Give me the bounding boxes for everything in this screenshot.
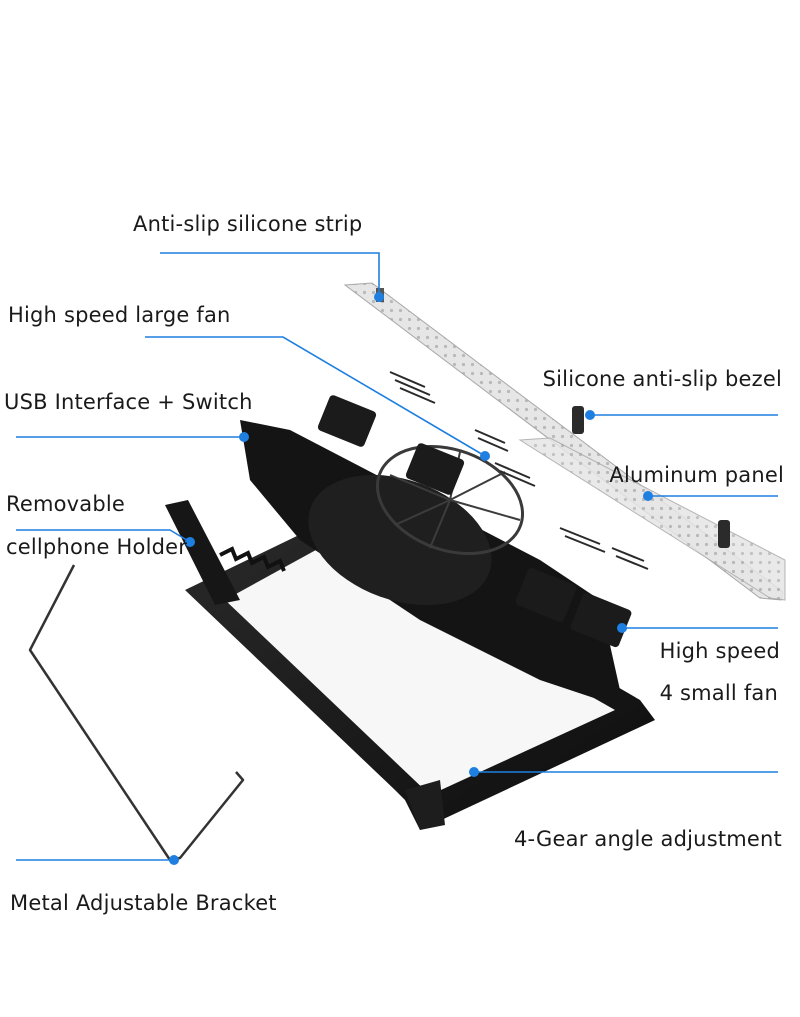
gear-notches [219,546,286,572]
small-fan-3 [515,567,577,623]
metal-frame-opening [225,545,615,795]
label-small-fan-line1: High speed [659,639,780,663]
frame-rail-left [165,500,240,605]
label-removable-line2: cellphone Holder [6,535,188,559]
large-fan-body [308,474,492,606]
label-removable-line1: Removable [6,492,126,516]
label-aluminum-panel: Aluminum panel [609,463,784,487]
small-fan-2 [405,443,465,495]
aluminum-panel-lower [518,437,786,601]
label-small-fan-line2: 4 small fan [659,681,778,705]
leader-dots [169,292,653,865]
fan-blades [389,371,649,570]
label-usb-switch: USB Interface + Switch [4,390,253,414]
label-gear-adjustment: 4-Gear angle adjustment [513,827,782,851]
label-anti-slip-strip: Anti-slip silicone strip [133,212,363,236]
silicone-bezel-bump [572,406,584,434]
frame-rail-right [405,780,445,830]
large-fan-grille [375,444,525,556]
small-fan-4 [570,592,632,648]
label-metal-bracket: Metal Adjustable Bracket [10,891,277,915]
silicone-bezel-bump-2 [718,520,730,548]
leader-lines [16,252,778,861]
label-silicone-bezel: Silicone anti-slip bezel [542,367,782,391]
label-large-fan: High speed large fan [8,303,231,327]
small-fan-1 [317,395,377,447]
